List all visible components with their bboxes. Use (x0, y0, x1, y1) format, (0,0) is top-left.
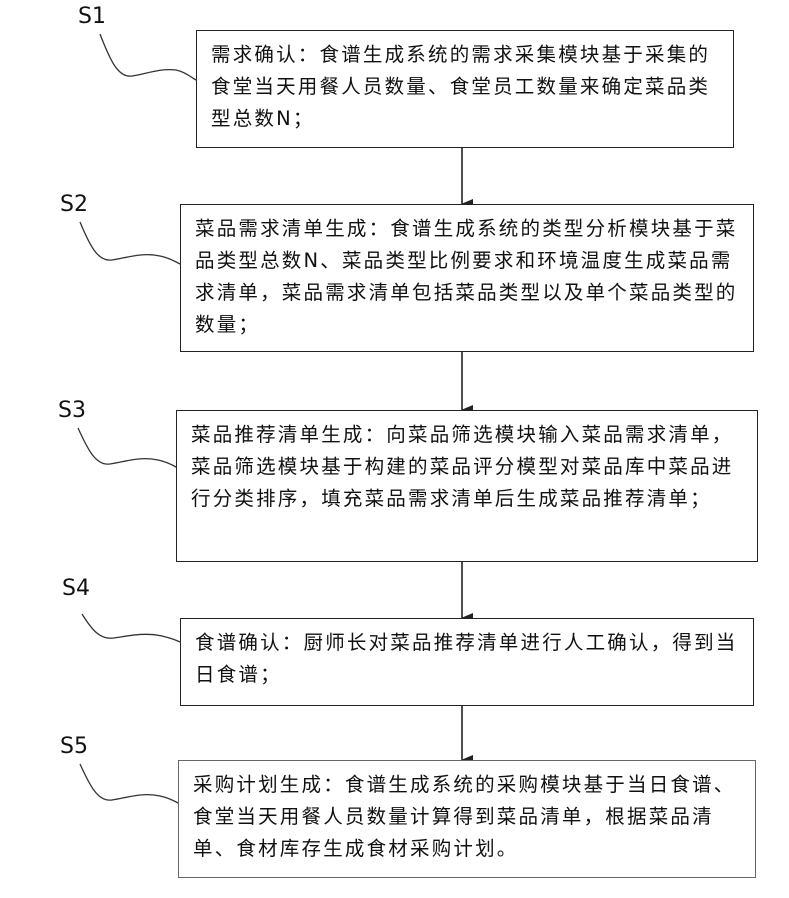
step-text-s5: 采购计划生成：食谱生成系统的采购模块基于当日食谱、食堂当天用餐人员数量计算得到菜… (193, 773, 736, 860)
leader-line-s2 (80, 222, 180, 264)
step-label-s1: S1 (78, 4, 106, 29)
step-box-s1: 需求确认：食谱生成系统的需求采集模块基于采集的食堂当天用餐人员数量、食堂员工数量… (196, 30, 734, 148)
step-label-s5: S5 (60, 734, 88, 759)
leader-line-s4 (82, 614, 180, 642)
step-box-s3: 菜品推荐清单生成：向菜品筛选模块输入菜品需求清单，菜品筛选模块基于构建的菜品评分… (176, 410, 758, 562)
step-text-s2: 菜品需求清单生成：食谱生成系统的类型分析模块基于菜品类型总数N、菜品类型比例要求… (195, 217, 738, 336)
leader-line-s3 (78, 428, 178, 468)
step-text-s4: 食谱确认：厨师长对菜品推荐清单进行人工确认，得到当日食谱； (195, 631, 738, 686)
step-box-s5: 采购计划生成：食谱生成系统的采购模块基于当日食谱、食堂当天用餐人员数量计算得到菜… (178, 760, 756, 878)
leader-line-s1 (100, 34, 196, 80)
step-text-s3: 菜品推荐清单生成：向菜品筛选模块输入菜品需求清单，菜品筛选模块基于构建的菜品评分… (191, 423, 734, 510)
step-label-s2: S2 (60, 192, 88, 217)
step-box-s4: 食谱确认：厨师长对菜品推荐清单进行人工确认，得到当日食谱； (180, 618, 754, 706)
step-label-s3: S3 (58, 398, 86, 423)
step-label-s4: S4 (62, 576, 90, 601)
leader-line-s5 (80, 764, 180, 804)
step-text-s1: 需求确认：食谱生成系统的需求采集模块基于采集的食堂当天用餐人员数量、食堂员工数量… (211, 43, 710, 130)
step-box-s2: 菜品需求清单生成：食谱生成系统的类型分析模块基于菜品类型总数N、菜品类型比例要求… (180, 204, 754, 352)
